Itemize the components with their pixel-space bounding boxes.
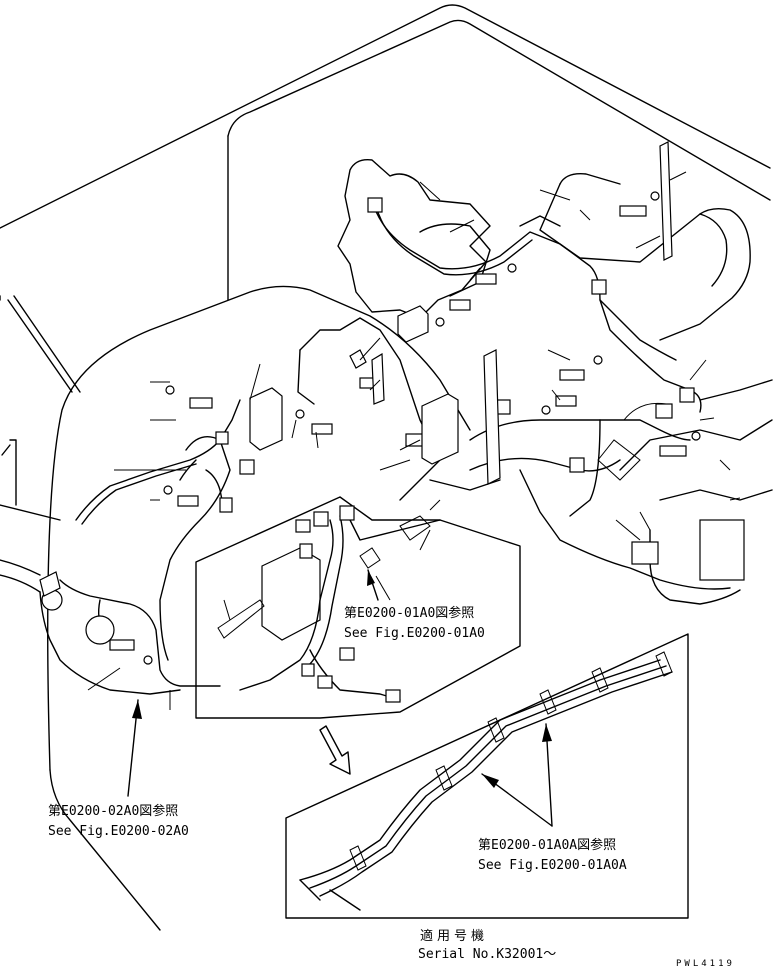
callout-arrows: [127, 569, 553, 827]
relays-and-connectors: [39, 141, 745, 645]
ref-01a0-en: See Fig.E0200-01A0: [344, 626, 485, 641]
bolts-and-washers: [109, 191, 701, 665]
cab-frame-outline: [0, 285, 471, 931]
serial-number: Serial No.K32001～: [418, 947, 556, 962]
arrow-head-right-2: [482, 774, 499, 788]
arrow-head-right-1: [542, 724, 552, 742]
ref-01a0-jp: 第E0200-01A0図参照: [344, 605, 474, 621]
leader-lines: [87, 171, 741, 710]
hollow-direction-arrow: [319, 725, 351, 775]
ref-02a0-en: See Fig.E0200-02A0: [48, 824, 189, 839]
routing-inset-box: [285, 633, 689, 919]
ref-02a0-jp: 第E0200-02A0図参照: [48, 803, 178, 819]
applicable-label: 適用号機: [420, 928, 488, 944]
machine-body-outline: [0, 4, 771, 393]
arrow-head-left: [132, 700, 142, 719]
ref-01a0a-jp: 第E0200-01A0A図参照: [478, 837, 616, 853]
arrow-head-inset: [367, 570, 375, 586]
detail-inset-box: [195, 496, 521, 719]
drawing-code: PWL4119: [676, 959, 735, 969]
cab-harness: [39, 399, 241, 695]
engine-assembly: [297, 159, 773, 501]
ref-01a0a-en: See Fig.E0200-01A0A: [478, 858, 627, 873]
